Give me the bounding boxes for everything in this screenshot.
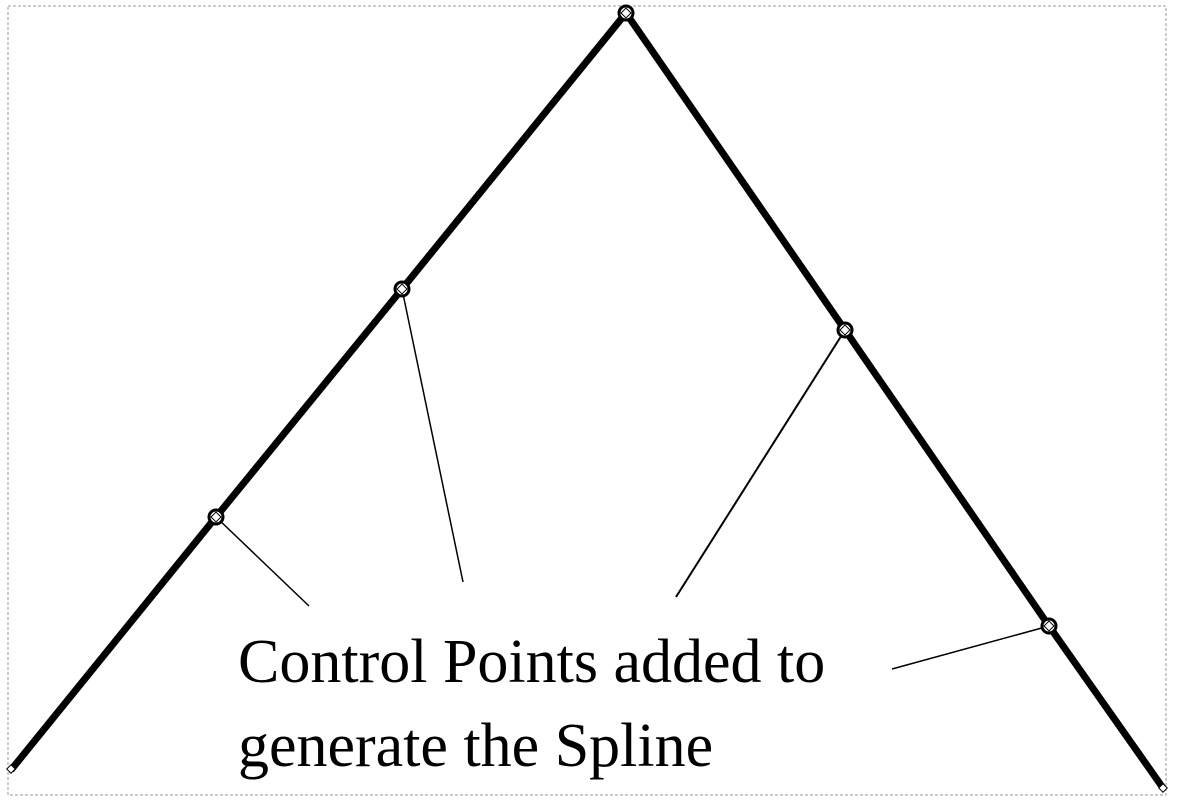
control-point-4[interactable]	[836, 321, 854, 339]
control-point-3[interactable]	[617, 4, 635, 22]
caption-line-2: generate the Spline	[238, 712, 714, 780]
caption: Control Points added to generate the Spl…	[238, 620, 825, 788]
control-point-2[interactable]	[393, 280, 411, 298]
selection-frame	[7, 5, 1167, 796]
leader-line-3	[675, 329, 846, 598]
control-point-5[interactable]	[1040, 617, 1058, 635]
endpoint-handle-right[interactable]	[1158, 783, 1168, 793]
leader-line-4	[891, 625, 1050, 670]
leader-line-1	[215, 516, 310, 607]
leader-line-2	[401, 288, 464, 583]
caption-line-1: Control Points added to	[238, 628, 826, 696]
endpoint-handle-left[interactable]	[6, 764, 16, 774]
control-point-1[interactable]	[207, 508, 225, 526]
